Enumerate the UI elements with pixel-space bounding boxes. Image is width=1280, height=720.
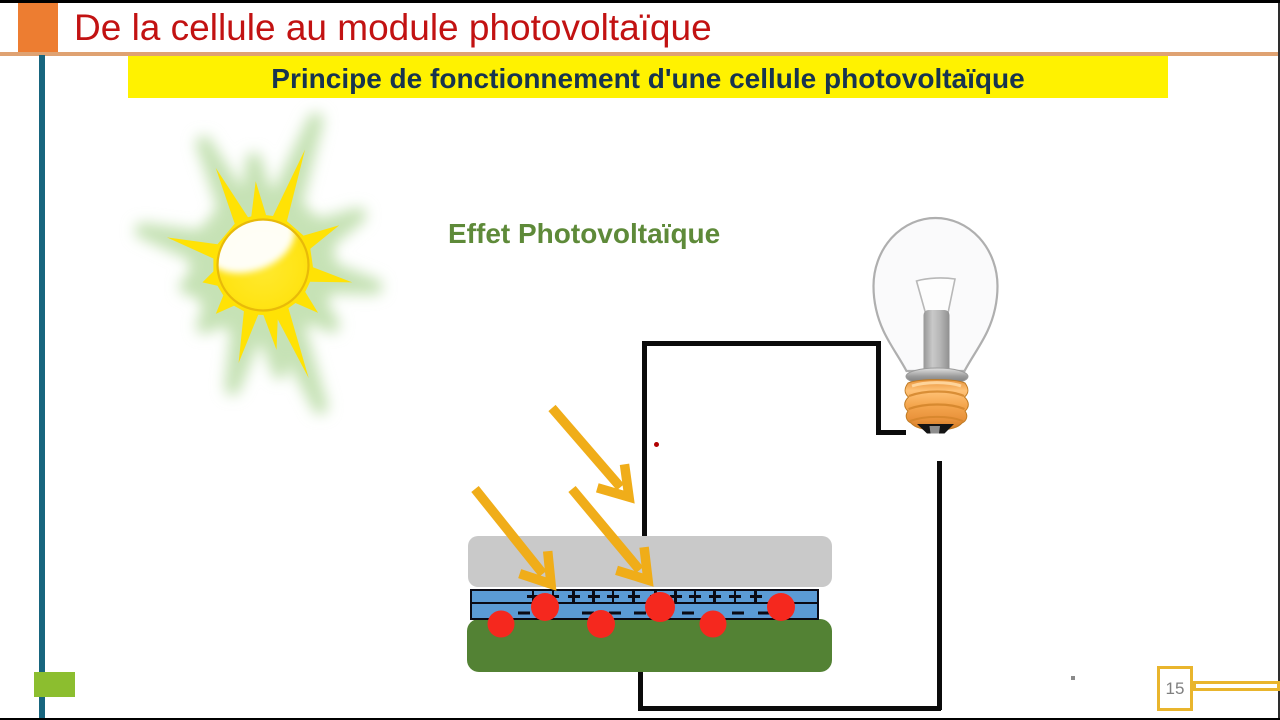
electron-dot bbox=[586, 610, 615, 638]
circuit-wire-right bbox=[936, 461, 942, 710]
cell-top-electrode bbox=[467, 536, 832, 587]
left-accent-line bbox=[39, 55, 45, 718]
plus-charge-symbol bbox=[627, 590, 640, 603]
circuit-wire-to-bulb bbox=[876, 341, 881, 435]
cell-junction-line bbox=[470, 601, 819, 604]
sun-icon bbox=[134, 112, 383, 415]
electron-dot bbox=[487, 610, 514, 637]
plus-charge-symbol bbox=[567, 590, 580, 603]
circuit-wire-bulb-stub bbox=[876, 429, 906, 435]
subtitle-text: Principe de fonctionnement d'une cellule… bbox=[271, 63, 1025, 94]
minus-charge-symbol bbox=[582, 611, 594, 615]
electron-dot bbox=[767, 592, 795, 621]
plus-charge-symbol bbox=[607, 590, 619, 603]
plus-charge-symbol bbox=[749, 590, 762, 603]
plus-charge-symbol bbox=[689, 590, 701, 603]
slide-number: 15 bbox=[1165, 678, 1185, 698]
electron-dot bbox=[531, 593, 559, 621]
electron-dot bbox=[644, 592, 675, 622]
slide-number-line bbox=[1193, 681, 1280, 691]
plus-charge-symbol bbox=[708, 590, 721, 603]
circuit-wire-left bbox=[641, 341, 647, 536]
circuit-wire-bottom bbox=[638, 705, 941, 711]
accent-square bbox=[18, 3, 58, 52]
plus-charge-symbol bbox=[729, 590, 741, 603]
minus-charge-symbol bbox=[758, 611, 770, 615]
right-edge-line bbox=[1278, 3, 1280, 718]
minus-charge-symbol bbox=[518, 611, 530, 615]
slide-number-box: 15 bbox=[1157, 666, 1193, 711]
top-letterbox-bar bbox=[0, 0, 1280, 3]
plus-charge-symbol bbox=[527, 590, 539, 603]
bottom-letterbox-bar bbox=[0, 718, 1280, 720]
page-title: De la cellule au module photovoltaïque bbox=[74, 7, 712, 48]
electron-dot bbox=[699, 610, 727, 637]
stray-red-dot bbox=[654, 442, 659, 447]
stray-gray-dot bbox=[1071, 676, 1075, 680]
circuit-wire-cell-stub bbox=[638, 671, 643, 710]
plus-charge-symbol bbox=[587, 590, 600, 603]
minus-charge-symbol bbox=[609, 611, 621, 615]
subtitle-banner: Principe de fonctionnement d'une cellule… bbox=[128, 56, 1168, 98]
plus-charge-symbol bbox=[669, 590, 682, 603]
minus-charge-symbol bbox=[681, 611, 694, 615]
title-underline bbox=[0, 51, 1280, 56]
cell-p-layer bbox=[467, 619, 832, 672]
effect-label: Effet Photovoltaïque bbox=[448, 218, 721, 249]
bottom-left-accent-rect bbox=[34, 672, 75, 697]
minus-charge-symbol bbox=[634, 611, 646, 615]
bulb-icon bbox=[872, 216, 999, 434]
circuit-wire-top bbox=[642, 341, 881, 346]
minus-charge-symbol bbox=[732, 611, 744, 615]
light-ray-arrow bbox=[548, 404, 635, 504]
